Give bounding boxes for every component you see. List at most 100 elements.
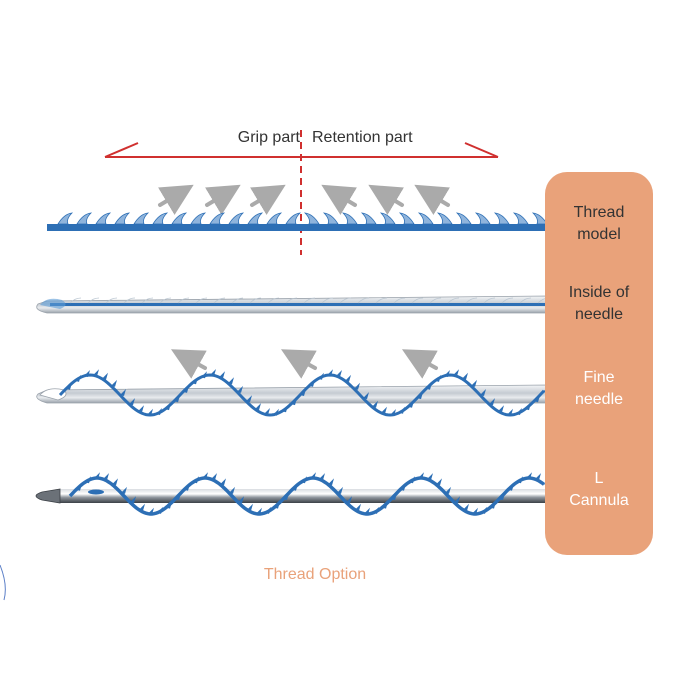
retention-part-label: Retention part [312, 129, 413, 146]
thread-strand [50, 303, 547, 306]
barb [66, 382, 72, 390]
barb [453, 369, 459, 377]
barbs [69, 297, 550, 304]
row-label-fine-needle: Fine needle [574, 369, 624, 408]
barb [445, 486, 451, 494]
barb [319, 473, 325, 481]
barb [256, 507, 262, 515]
barb [322, 212, 339, 225]
barb [138, 405, 144, 413]
barb [393, 297, 406, 304]
barb [526, 472, 532, 480]
red-left-arrow-icon [104, 142, 139, 158]
barb [508, 483, 514, 491]
barb [184, 483, 190, 491]
barb [481, 506, 487, 514]
barb [133, 212, 150, 225]
barb [120, 389, 126, 396]
barb [336, 370, 342, 377]
barb [408, 400, 414, 408]
barb [339, 297, 352, 304]
barb-direction-arrows [158, 184, 450, 215]
barb [337, 486, 343, 494]
barb [123, 297, 136, 304]
barb [111, 379, 117, 387]
barb [354, 382, 360, 390]
barb [87, 297, 100, 304]
cannula-tip [35, 488, 61, 504]
barb [201, 371, 207, 379]
barb [341, 212, 358, 225]
barb [147, 408, 153, 416]
barb [103, 473, 109, 481]
thread-model [47, 212, 548, 231]
barb [247, 212, 264, 225]
barb [247, 503, 253, 511]
barb [444, 370, 450, 377]
barb [418, 472, 424, 480]
barb [94, 472, 100, 480]
barb [455, 212, 472, 225]
row-label-thread-model: Thread model [573, 204, 625, 243]
barb [373, 506, 379, 514]
barb [76, 212, 93, 225]
gray-arrow-icon [321, 184, 357, 215]
barb [255, 403, 261, 411]
thread-option-caption: Thread Option [263, 566, 367, 583]
barb [231, 297, 244, 304]
barb [219, 371, 225, 379]
barb [267, 297, 280, 304]
barb [447, 297, 460, 304]
barb [309, 379, 315, 387]
fine-needle [36, 349, 549, 417]
barb [95, 212, 112, 225]
gray-arrow-icon [205, 184, 241, 215]
barb [285, 212, 302, 225]
barb [285, 297, 298, 304]
barb [177, 297, 190, 304]
barb [501, 297, 514, 304]
barb [283, 493, 289, 501]
barb [159, 297, 172, 304]
barb [292, 483, 298, 491]
barb [429, 297, 442, 304]
barb [303, 212, 320, 225]
thread-type-panel: Thread model Inside of needle Fine needl… [545, 172, 653, 555]
barb [265, 506, 271, 514]
barb [238, 496, 244, 504]
barb [381, 406, 387, 414]
barb [249, 297, 262, 304]
barb [427, 473, 433, 481]
barb [310, 472, 316, 480]
barb [517, 476, 523, 484]
barb [57, 212, 74, 225]
barb [490, 501, 496, 509]
barb [301, 476, 307, 484]
barb [382, 501, 388, 509]
barb [264, 408, 270, 415]
red-right-arrow-icon [464, 142, 499, 158]
barb [357, 297, 370, 304]
gray-arrow-icon [250, 184, 286, 215]
barb [472, 507, 478, 515]
barb [463, 503, 469, 511]
barb [372, 400, 378, 408]
row-label-inside-of-needle: Inside of needle [568, 284, 630, 323]
barb [291, 398, 297, 406]
barb [195, 297, 208, 304]
gray-arrow-icon [368, 184, 404, 215]
barb [229, 486, 235, 494]
barb [426, 382, 432, 390]
barb [211, 473, 217, 481]
barb [220, 478, 226, 486]
barb [152, 212, 169, 225]
barb [171, 212, 188, 225]
barb [364, 507, 370, 515]
barb [139, 503, 145, 511]
barb [391, 493, 397, 501]
barb [493, 212, 510, 225]
barb [379, 212, 396, 225]
gray-arrow-icon [158, 184, 194, 215]
barb [129, 398, 135, 406]
gray-arrow-icon [170, 349, 207, 379]
